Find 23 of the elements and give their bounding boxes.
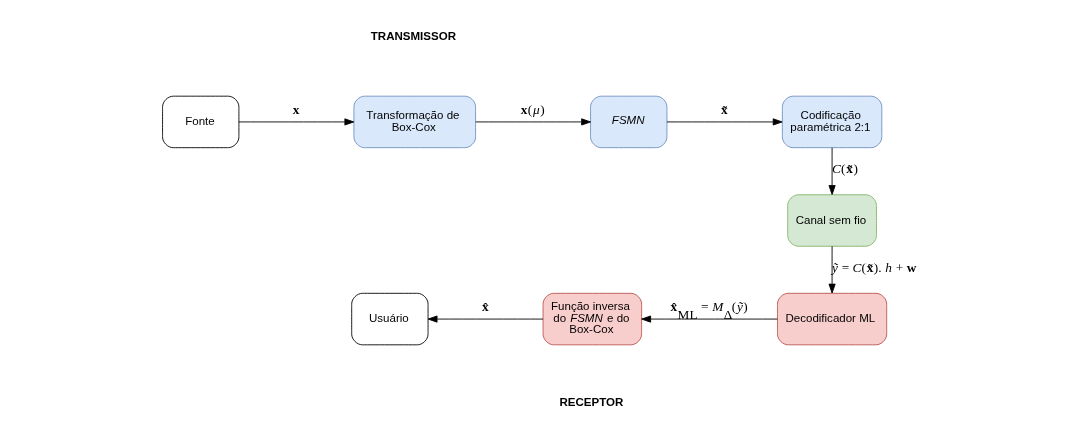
edge-label: x(μ) <box>520 101 545 117</box>
node-box: Transformação de Box-Cox <box>352 95 476 149</box>
edge-label: C(x̃) <box>831 161 858 177</box>
node-box: Canal sem fio <box>786 194 877 247</box>
node-box: Fonte <box>161 95 239 149</box>
node-box: FSMN <box>589 95 667 149</box>
edge-label: x <box>292 101 300 117</box>
arrow <box>828 147 836 195</box>
label: TRANSMISSOR <box>370 29 456 42</box>
label: RECEPTOR <box>558 395 623 408</box>
node-box: Decodificador ML <box>776 292 887 346</box>
node-box: Usuário <box>350 292 428 346</box>
edge-label: ỹ = C(x̃). h + w <box>831 260 916 275</box>
arrow <box>666 118 783 126</box>
arrow <box>474 118 591 126</box>
node-box: Função inversa do FSMN e do Box-Cox <box>542 292 642 346</box>
edge-label: x̃ <box>720 101 728 117</box>
arrow <box>640 315 778 323</box>
arrow <box>427 315 543 323</box>
arrow <box>828 245 836 294</box>
node-box: Codificação paramétrica 2:1 <box>781 95 882 149</box>
arrow <box>238 118 354 126</box>
edge-label: x̂ <box>481 299 489 315</box>
